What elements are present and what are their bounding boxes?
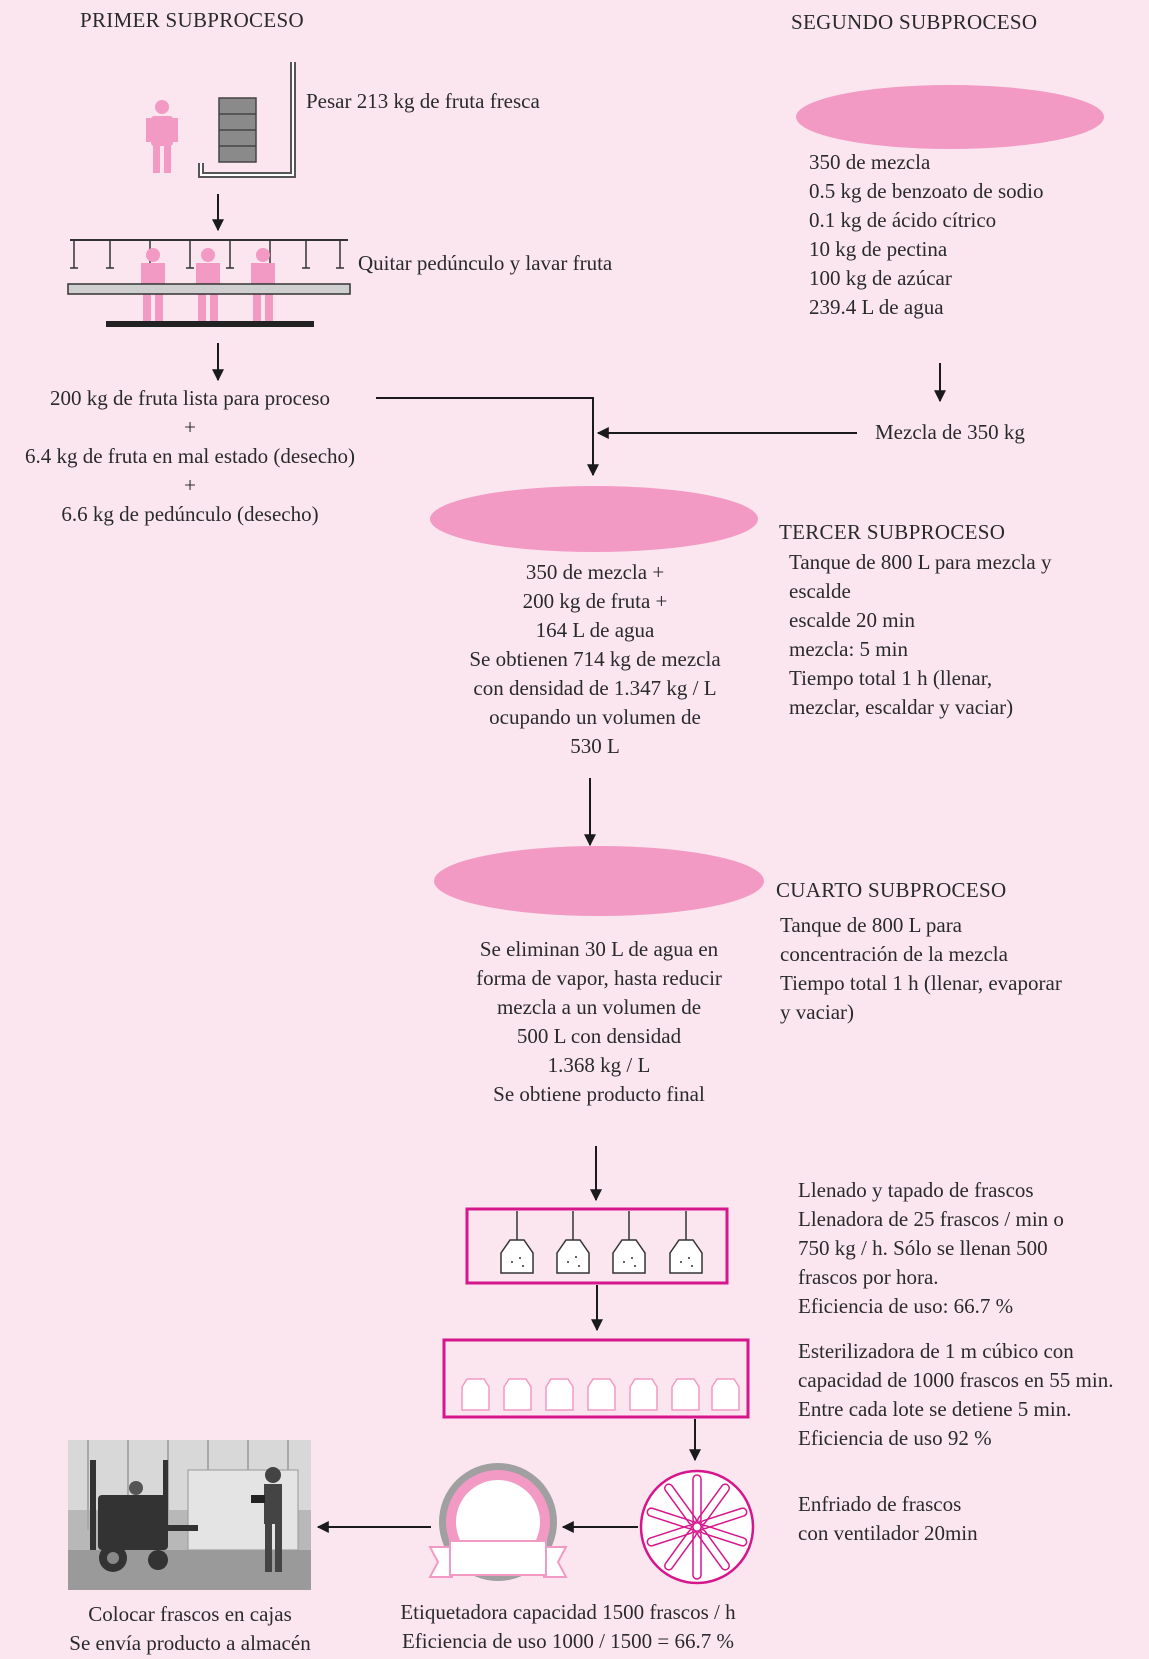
ingredient-line: 100 kg de azúcar (809, 266, 952, 290)
cooling-line: Enfriado de frascos (798, 1492, 962, 1516)
detail-line: Tanque de 800 L para (780, 913, 963, 937)
labeling-description: Etiquetadora capacidad 1500 frascos / h … (368, 1598, 768, 1656)
storage-description: Colocar frascos en cajas Se envía produc… (50, 1600, 330, 1658)
filling-machine-icon (465, 1207, 729, 1285)
result-line: ocupando un volumen de (489, 705, 701, 729)
weighing-person-icon (146, 100, 178, 173)
cooling-line: con ventilador 20min (798, 1521, 978, 1545)
ingredient-line: 0.5 kg de benzoato de sodio (809, 179, 1044, 203)
third-subprocess-result: 350 de mezcla + 200 kg de fruta + 164 L … (440, 558, 750, 761)
sterilizer-icon (442, 1338, 750, 1419)
filling-line: frascos por hora. (798, 1265, 939, 1289)
detail-line: Tiempo total 1 h (llenar, evaporar (780, 971, 1062, 995)
third-subprocess-heading: TERCER SUBPROCESO (779, 520, 1006, 544)
ingredient-line: 350 de mezcla (809, 150, 931, 174)
second-subprocess-heading: SEGUNDO SUBPROCESO (791, 10, 1038, 34)
filling-line: Llenado y tapado de frascos (798, 1178, 1034, 1202)
detail-line: escalde 20 min (789, 608, 915, 632)
cooling-description: Enfriado de frascos con ventilador 20min (798, 1490, 978, 1548)
detail-line: escalde (789, 579, 851, 603)
output-line: 200 kg de fruta lista para proceso (50, 386, 330, 410)
ingredient-line: 0.1 kg de ácido cítrico (809, 208, 997, 232)
storage-line: Colocar frascos en cajas (88, 1602, 292, 1626)
scale-icon (198, 62, 296, 178)
sterilizer-line: capacidad de 1000 frascos en 55 min. (798, 1368, 1114, 1392)
detail-line: Tiempo total 1 h (llenar, (789, 666, 993, 690)
output-line: 6.4 kg de fruta en mal estado (desecho) (24, 444, 356, 468)
blanching-tank-ellipse (430, 486, 758, 552)
arrow-output-to-tank (376, 397, 599, 477)
washing-station-icon (67, 239, 351, 327)
fourth-subprocess-details: Tanque de 800 L para concentración de la… (780, 911, 1062, 1027)
result-line: mezcla a un volumen de (496, 995, 702, 1019)
fourth-subprocess-result: Se eliminan 30 L de agua en forma de vap… (444, 935, 754, 1109)
sterilizer-line: Entre cada lote se detiene 5 min. (798, 1397, 1072, 1421)
ingredient-line: 10 kg de pectina (809, 237, 948, 261)
detail-line: mezcla: 5 min (789, 637, 908, 661)
first-subprocess-outputs: 200 kg de fruta lista para proceso + 6.4… (0, 384, 380, 529)
cooling-fan-icon (639, 1469, 755, 1585)
first-subprocess-heading: PRIMER SUBPROCESO (80, 8, 304, 32)
result-line: 1.368 kg / L (547, 1053, 651, 1077)
detail-line: mezclar, escaldar y vaciar) (789, 695, 1014, 719)
result-line: forma de vapor, hasta reducir (476, 966, 722, 990)
result-line: Se obtienen 714 kg de mezcla (469, 647, 721, 671)
result-line: 164 L de agua (535, 618, 655, 642)
wash-step-label: Quitar pedúnculo y lavar fruta (358, 251, 613, 275)
result-line: 530 L (570, 734, 620, 758)
result-line: con densidad de 1.347 kg / L (473, 676, 717, 700)
result-line: 200 kg de fruta + (522, 589, 668, 613)
result-line: 500 L con densidad (516, 1024, 682, 1048)
labeling-line: Etiquetadora capacidad 1500 frascos / h (400, 1600, 736, 1624)
result-line: 350 de mezcla + (525, 560, 665, 584)
result-line: Se eliminan 30 L de agua en (479, 937, 719, 961)
storage-line: Se envía producto a almacén (69, 1631, 311, 1655)
second-subprocess-ingredients: 350 de mezcla 0.5 kg de benzoato de sodi… (809, 148, 1043, 322)
detail-line: concentración de la mezcla (780, 942, 1008, 966)
output-line: + (184, 473, 196, 497)
ingredient-line: 239.4 L de agua (809, 295, 944, 319)
result-line: Se obtiene producto final (493, 1082, 705, 1106)
sterilizer-line: Esterilizadora de 1 m cúbico con (798, 1339, 1074, 1363)
fourth-subprocess-heading: CUARTO SUBPROCESO (776, 878, 1007, 902)
concentration-tank-ellipse (434, 846, 764, 916)
labeling-machine-icon (428, 1463, 568, 1581)
filling-description: Llenado y tapado de frascos Llenadora de… (798, 1176, 1064, 1321)
second-subprocess-result: Mezcla de 350 kg (875, 420, 1025, 444)
output-line: 6.6 kg de pedúnculo (desecho) (61, 502, 319, 526)
labeling-line: Eficiencia de uso 1000 / 1500 = 66.7 % (401, 1629, 735, 1653)
weigh-step-label: Pesar 213 kg de fruta fresca (306, 89, 540, 113)
detail-line: y vaciar) (780, 1000, 855, 1024)
detail-line: Tanque de 800 L para mezcla y (789, 550, 1052, 574)
filling-line: 750 kg / h. Sólo se llenan 500 (798, 1236, 1048, 1260)
third-subprocess-details: Tanque de 800 L para mezcla y escalde es… (789, 548, 1051, 722)
sterilizer-line: Eficiencia de uso 92 % (798, 1426, 992, 1450)
filling-line: Eficiencia de uso: 66.7 % (798, 1294, 1014, 1318)
sterilizer-description: Esterilizadora de 1 m cúbico con capacid… (798, 1337, 1113, 1453)
warehouse-forklift-photo (68, 1440, 311, 1590)
filling-line: Llenadora de 25 frascos / min o (798, 1207, 1064, 1231)
output-line: + (184, 415, 196, 439)
mix-tank-ellipse (796, 85, 1104, 149)
